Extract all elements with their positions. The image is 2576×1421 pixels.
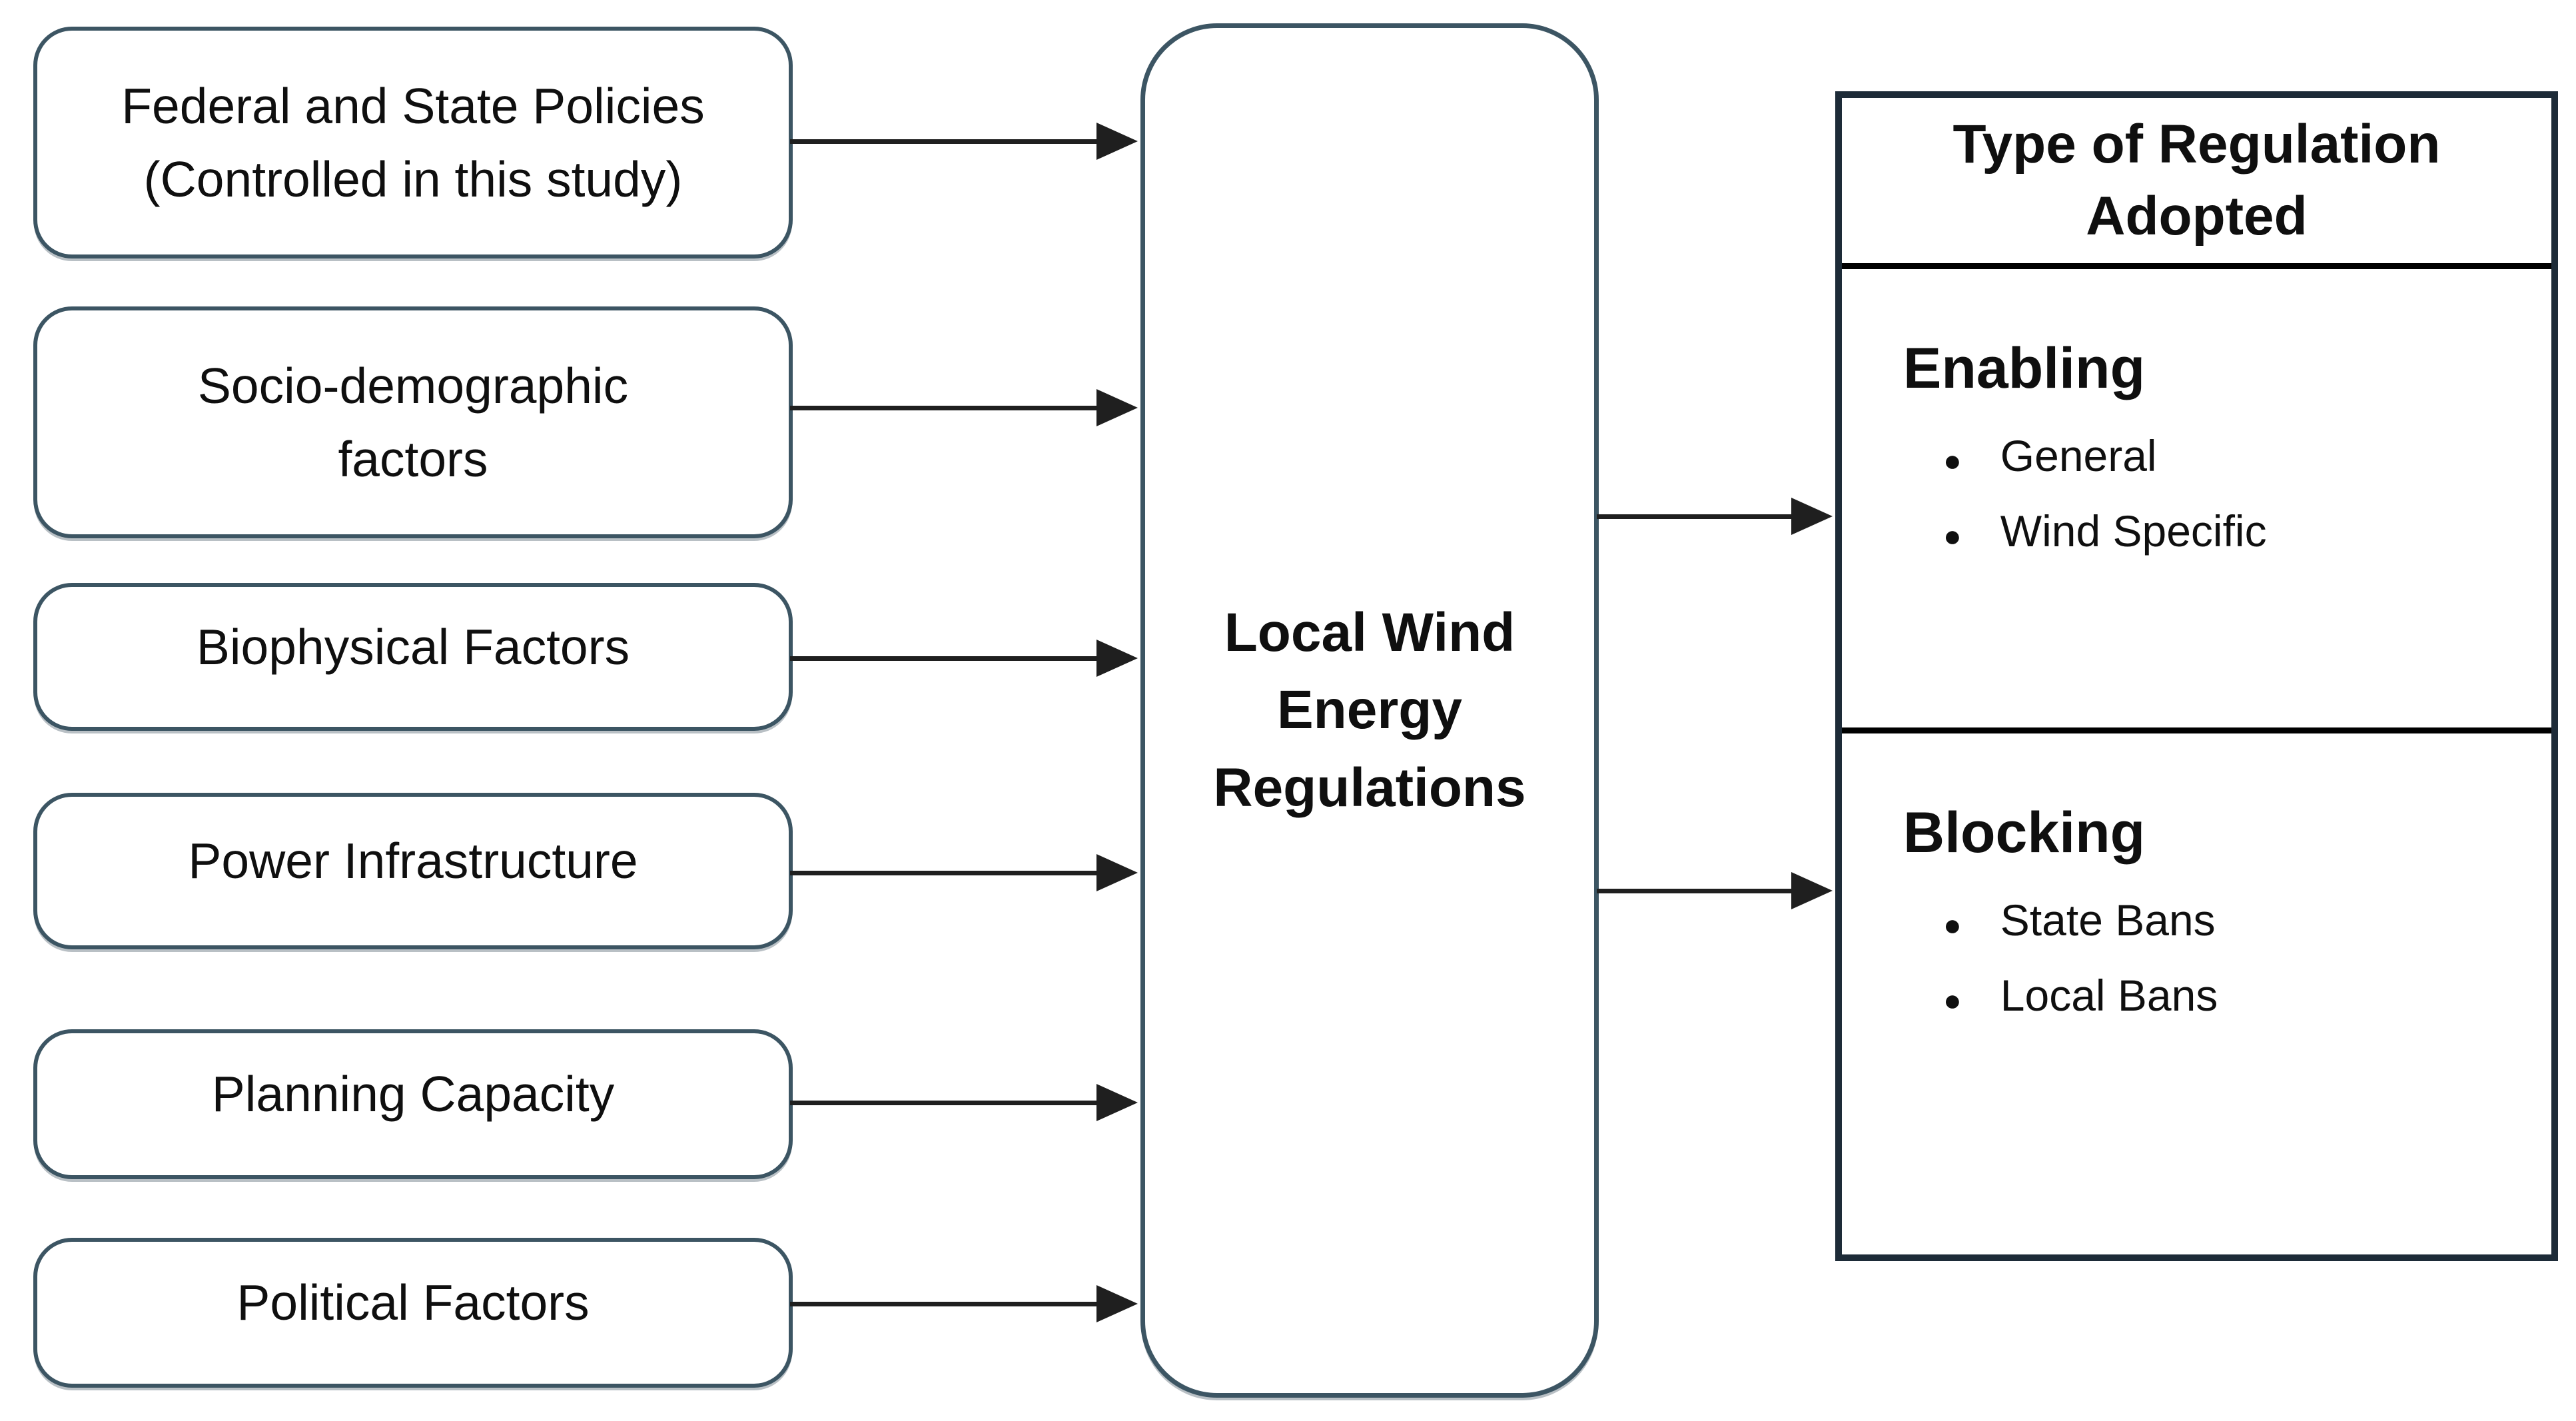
arrow-head-icon [1096,389,1138,426]
factor-box-socio-demographic: Socio-demographic factors [33,306,793,538]
arrow-head-icon [1096,854,1138,891]
section-enabling: Enabling ● General ● Wind Specific [1842,269,2551,733]
factor-label: Political Factors [236,1274,590,1331]
factor-label: Planning Capacity [211,1066,615,1123]
arrow-central-to-enabling [1597,498,1833,535]
arrow-line [790,1302,1100,1306]
arrow-head-icon [1096,1285,1138,1322]
enabling-list: ● General ● Wind Specific [1903,430,2525,558]
arrow-line [790,139,1100,144]
arrow-socio-demographic-to-central [790,389,1138,426]
section-title-blocking: Blocking [1903,801,2146,865]
arrow-central-to-blocking [1597,872,1833,909]
arrow-line [790,1101,1100,1105]
list-item-label: State Bans [2000,895,2216,945]
factor-box-planning-capacity: Planning Capacity [33,1029,793,1179]
arrow-federal-policies-to-central [790,123,1138,160]
factor-box-biophysical: Biophysical Factors [33,583,793,731]
arrow-planning-capacity-to-central [790,1084,1138,1121]
central-box-label: Local Wind Energy Regulations [1213,602,1526,818]
factor-label: Power Infrastructure [188,833,638,889]
regulation-type-table: Type of Regulation Adopted Enabling ● Ge… [1835,91,2558,1261]
arrow-power-infrastructure-to-central [790,854,1138,891]
arrow-head-icon [1096,640,1138,677]
arrow-line [790,406,1100,410]
section-blocking: Blocking ● State Bans ● Local Bans [1842,733,2551,1254]
arrow-head-icon [1791,498,1833,535]
factor-box-political: Political Factors [33,1238,793,1388]
bullet-icon: ● [1943,907,1962,942]
arrow-political-to-central [790,1285,1138,1322]
arrow-biophysical-to-central [790,640,1138,677]
blocking-list: ● State Bans ● Local Bans [1903,894,2525,1022]
list-item: ● General [1943,430,2525,482]
list-item-label: Wind Specific [2000,506,2267,556]
bullet-icon: ● [1943,442,1962,478]
factor-box-power-infrastructure: Power Infrastructure [33,793,793,949]
bullet-icon: ● [1943,518,1962,554]
table-header: Type of Regulation Adopted [1842,98,2551,269]
list-item-label: Local Bans [2000,971,2218,1021]
list-item-label: General [2000,430,2157,480]
central-box-local-wind-energy-regulations: Local Wind Energy Regulations [1140,23,1599,1398]
list-item: ● State Bans [1943,894,2525,947]
factor-label: Federal and State Policies (Controlled i… [121,77,705,207]
list-item: ● Wind Specific [1943,505,2525,558]
arrow-head-icon [1096,1084,1138,1121]
list-item: ● Local Bans [1943,969,2525,1022]
arrow-line [1597,889,1795,893]
factor-label: Socio-demographic factors [197,357,629,487]
bullet-icon: ● [1943,983,1962,1018]
factor-box-federal-state-policies: Federal and State Policies (Controlled i… [33,27,793,258]
arrow-line [790,656,1100,661]
arrow-line [790,871,1100,875]
section-title-enabling: Enabling [1903,336,2146,400]
arrow-head-icon [1096,123,1138,160]
factor-label: Biophysical Factors [196,618,630,675]
arrow-line [1597,514,1795,519]
arrow-head-icon [1791,872,1833,909]
